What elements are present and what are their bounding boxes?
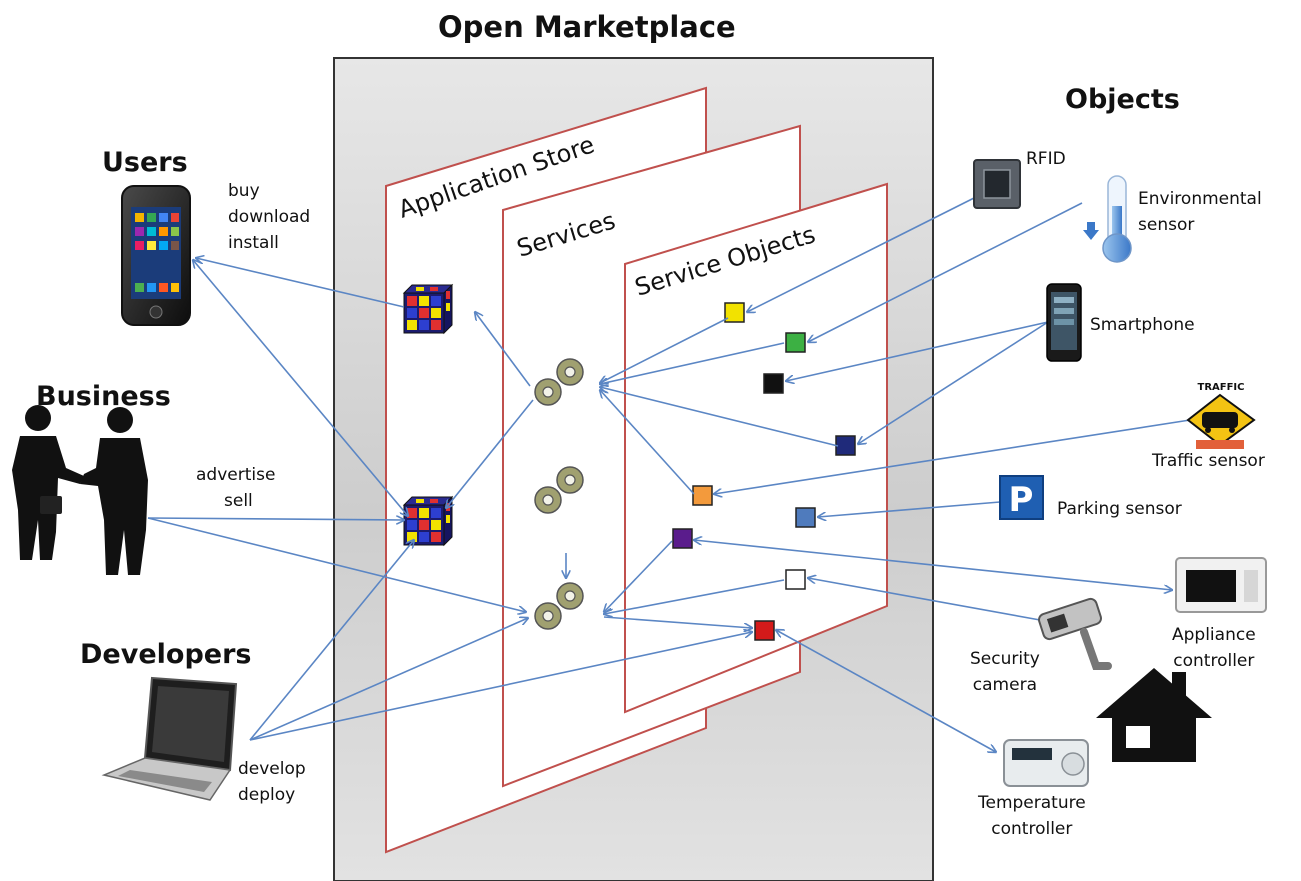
security-camera-label: Security camera bbox=[970, 646, 1040, 698]
traffic-sign-text: TRAFFIC bbox=[1198, 382, 1245, 393]
temperature-controller-icon bbox=[1003, 739, 1089, 787]
users-phone-icon bbox=[121, 185, 191, 326]
business-action-advertise: advertise bbox=[196, 465, 276, 485]
service-object-purple bbox=[672, 528, 693, 549]
service-object-orange bbox=[692, 485, 713, 506]
developers-action-deploy: deploy bbox=[238, 785, 296, 805]
smartphone-label: Smartphone bbox=[1090, 315, 1195, 335]
temperature-controller-label-line1: Temperature bbox=[978, 793, 1086, 813]
service-object-black bbox=[763, 373, 784, 394]
arrows bbox=[147, 195, 1191, 752]
business-actions: advertise sell bbox=[196, 462, 275, 514]
users-actions: buy download install bbox=[228, 178, 310, 256]
smartphone-device-icon bbox=[1046, 283, 1082, 362]
rfid-chip-icon bbox=[973, 159, 1021, 209]
parking-sensor-label: Parking sensor bbox=[1057, 499, 1182, 519]
security-camera-label-line2: camera bbox=[972, 675, 1037, 695]
app-cube-bottom bbox=[403, 496, 453, 546]
appliance-controller-label-line1: Appliance bbox=[1172, 625, 1256, 645]
temperature-controller-label-line2: controller bbox=[991, 819, 1073, 839]
service-object-navy bbox=[835, 435, 856, 456]
service-object-blue bbox=[795, 507, 816, 528]
appliance-controller-label: Appliance controller bbox=[1172, 622, 1256, 674]
environmental-sensor-icon bbox=[1083, 175, 1132, 263]
appliance-controller-label-line2: controller bbox=[1173, 651, 1255, 671]
environmental-sensor-label: Environmental sensor bbox=[1138, 186, 1262, 238]
users-heading: Users bbox=[102, 147, 188, 178]
parking-sign-letter: P bbox=[1009, 480, 1034, 520]
service-object-red bbox=[754, 620, 775, 641]
users-action-install: install bbox=[228, 233, 279, 253]
security-camera-label-line1: Security bbox=[970, 649, 1040, 669]
developers-laptop-icon bbox=[101, 676, 238, 801]
developers-action-develop: develop bbox=[238, 759, 306, 779]
business-heading: Business bbox=[36, 381, 171, 412]
app-cube-top bbox=[403, 284, 453, 334]
marketplace-title: Open Marketplace bbox=[438, 10, 736, 44]
developers-actions: develop deploy bbox=[238, 756, 306, 808]
environmental-sensor-label-line1: Environmental bbox=[1138, 189, 1262, 209]
environmental-sensor-label-line2: sensor bbox=[1138, 215, 1195, 235]
service-object-white bbox=[785, 569, 806, 590]
users-action-buy: buy bbox=[228, 181, 260, 201]
users-action-download: download bbox=[228, 207, 311, 227]
business-handshake-icon bbox=[12, 405, 148, 575]
service-object-green bbox=[785, 332, 806, 353]
developers-heading: Developers bbox=[80, 639, 252, 670]
objects-heading: Objects bbox=[1065, 84, 1180, 115]
traffic-sensor-label: Traffic sensor bbox=[1152, 451, 1265, 471]
appliance-controller-icon bbox=[1175, 557, 1267, 613]
security-camera-icon bbox=[1038, 597, 1112, 670]
temperature-controller-label: Temperature controller bbox=[978, 790, 1086, 842]
business-action-sell: sell bbox=[224, 491, 253, 511]
service-object-yellow bbox=[724, 302, 745, 323]
parking-sign-icon: P bbox=[999, 475, 1044, 520]
house-icon bbox=[1096, 668, 1212, 762]
traffic-sign-icon: TRAFFIC bbox=[1186, 382, 1256, 449]
rfid-label: RFID bbox=[1026, 149, 1066, 169]
